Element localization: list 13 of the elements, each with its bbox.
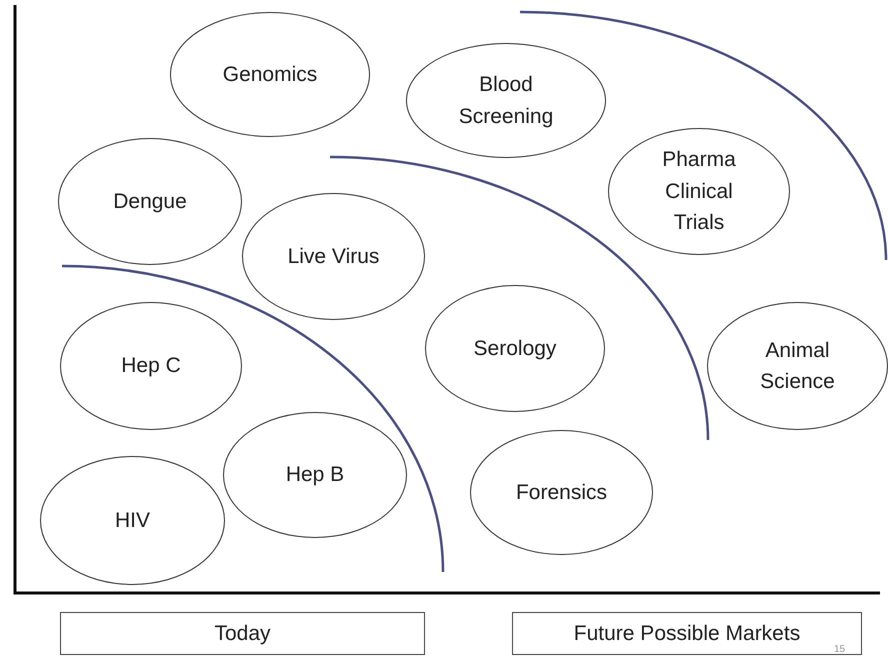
market-ellipse: Pharma Clinical Trials	[608, 128, 790, 255]
market-ellipse: Hep B	[223, 412, 407, 538]
page-number: 15	[834, 644, 846, 655]
market-ellipse: Blood Screening	[406, 43, 606, 158]
market-ellipse: Animal Science	[707, 302, 888, 430]
market-ellipse: Hep C	[60, 302, 242, 430]
market-ellipse: Live Virus	[242, 193, 425, 320]
market-ellipse: HIV	[40, 456, 225, 585]
market-ellipse: Serology	[425, 285, 605, 412]
market-ellipse: Forensics	[470, 430, 653, 555]
market-ellipse: Genomics	[170, 12, 370, 137]
category-box: Today	[60, 612, 425, 655]
market-ellipse: Dengue	[58, 138, 242, 265]
